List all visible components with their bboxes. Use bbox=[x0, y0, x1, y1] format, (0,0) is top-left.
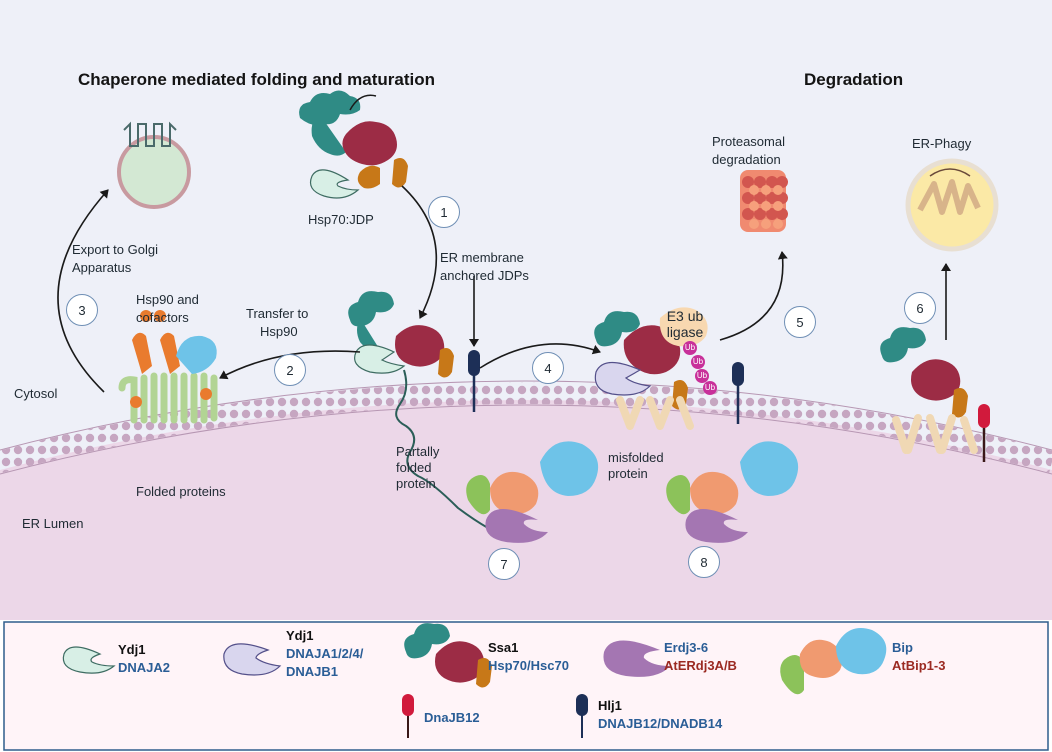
label-hsp70-jdp: Hsp70:JDP bbox=[308, 212, 374, 227]
er-phagy-complex bbox=[880, 327, 978, 454]
legend-hlj1-homolog: DNAJB12/DNADB14 bbox=[598, 716, 723, 731]
label-er-phagy: ER-Phagy bbox=[912, 136, 972, 151]
legend-erdj-homolog: AtERdj3A/B bbox=[664, 658, 737, 673]
label-proteasomal-2: degradation bbox=[712, 152, 781, 167]
step-3: 3 bbox=[66, 294, 98, 326]
legend-icon-ydj1-dnaja2 bbox=[62, 646, 116, 674]
step-8: 8 bbox=[688, 546, 720, 578]
legend-ydj1-b-homolog-2: DNAJB1 bbox=[286, 664, 339, 679]
label-export-1: Export to Golgi bbox=[72, 242, 158, 257]
hlj1-membrane-pin-2 bbox=[732, 362, 744, 424]
step-7: 7 bbox=[488, 548, 520, 580]
legend-icon-hlj1 bbox=[576, 694, 588, 738]
label-cytosol: Cytosol bbox=[14, 386, 58, 401]
legend-ssa1-name: Ssa1 bbox=[488, 640, 519, 655]
label-partial-1: Partally bbox=[396, 444, 440, 459]
label-er-lumen: ER Lumen bbox=[22, 516, 84, 531]
hsp90-folded-protein bbox=[118, 310, 218, 424]
step-2: 2 bbox=[274, 354, 306, 386]
step-1: 1 bbox=[428, 196, 460, 228]
label-misfolded-1: misfolded bbox=[608, 450, 664, 465]
legend-ssa1-homolog: Hsp70/Hsc70 bbox=[488, 658, 569, 673]
legend-bip-homolog: AtBip1-3 bbox=[892, 658, 946, 673]
bip-complex-partial bbox=[466, 441, 599, 543]
legend-ydj1-b-homolog-1: DNAJA1/2/4/ bbox=[286, 646, 364, 661]
dnajb12-membrane-pin bbox=[978, 404, 990, 462]
legend-ydj1-a-name: Ydj1 bbox=[118, 642, 146, 657]
ub-tag: Ub bbox=[704, 383, 716, 392]
legend-icon-bip bbox=[780, 628, 887, 695]
label-partial-2: folded bbox=[396, 460, 432, 475]
legend-ydj1-a-homolog: DNAJA2 bbox=[118, 660, 171, 675]
legend-icon-dnajb12 bbox=[402, 694, 414, 738]
label-proteasomal-1: Proteasomal bbox=[712, 134, 785, 149]
label-e3-1: E3 ub bbox=[666, 308, 704, 324]
ub-tag: Ub bbox=[692, 357, 704, 366]
heading-degradation: Degradation bbox=[804, 70, 904, 89]
label-hsp90-2: cofactors bbox=[136, 310, 189, 325]
legend-ydj1-b-name: Ydj1 bbox=[286, 628, 314, 643]
legend-icon-erdj bbox=[603, 640, 670, 677]
heading-folding: Chaperone mediated folding and maturatio… bbox=[78, 70, 436, 89]
label-transfer-2: Hsp90 bbox=[260, 324, 298, 339]
label-e3-2: ligase bbox=[666, 324, 704, 340]
legend-icon-ydj1-dnaja1 bbox=[223, 643, 282, 676]
pathway-arrows bbox=[57, 185, 951, 393]
e3-ligase-complex bbox=[594, 307, 717, 430]
hsp70-jdp-membrane-complex bbox=[348, 291, 489, 529]
legend-bip-name: Bip bbox=[892, 640, 913, 655]
label-misfolded-2: protein bbox=[608, 466, 648, 481]
label-folded-proteins: Folded proteins bbox=[136, 484, 226, 499]
legend-erdj-name: Erdj3-6 bbox=[664, 640, 709, 655]
step-6: 6 bbox=[904, 292, 936, 324]
label-hsp90-1: Hsp90 and bbox=[136, 292, 199, 307]
ub-tag: Ub bbox=[696, 371, 708, 380]
legend-icon-ssa1 bbox=[404, 623, 492, 688]
step-4: 4 bbox=[532, 352, 564, 384]
golgi-vesicle bbox=[117, 121, 191, 209]
bip-complex-misfolded bbox=[666, 441, 799, 543]
label-export-2: Apparatus bbox=[72, 260, 132, 275]
hlj1-membrane-pin bbox=[468, 350, 480, 412]
legend-dnajb12-name: DnaJB12 bbox=[424, 710, 480, 725]
step-5: 5 bbox=[784, 306, 816, 338]
er-phagy-vesicle bbox=[905, 158, 999, 252]
label-er-jdps-2: anchored JDPs bbox=[440, 268, 529, 283]
label-partial-3: protein bbox=[396, 476, 436, 491]
ub-tag: Ub bbox=[684, 343, 696, 352]
proteasome-icon bbox=[740, 170, 788, 232]
hsp70-jdp-complex bbox=[299, 90, 408, 199]
legend-hlj1-name: Hlj1 bbox=[598, 698, 622, 713]
label-er-jdps-1: ER membrane bbox=[440, 250, 524, 265]
label-transfer-1: Transfer to bbox=[246, 306, 309, 321]
